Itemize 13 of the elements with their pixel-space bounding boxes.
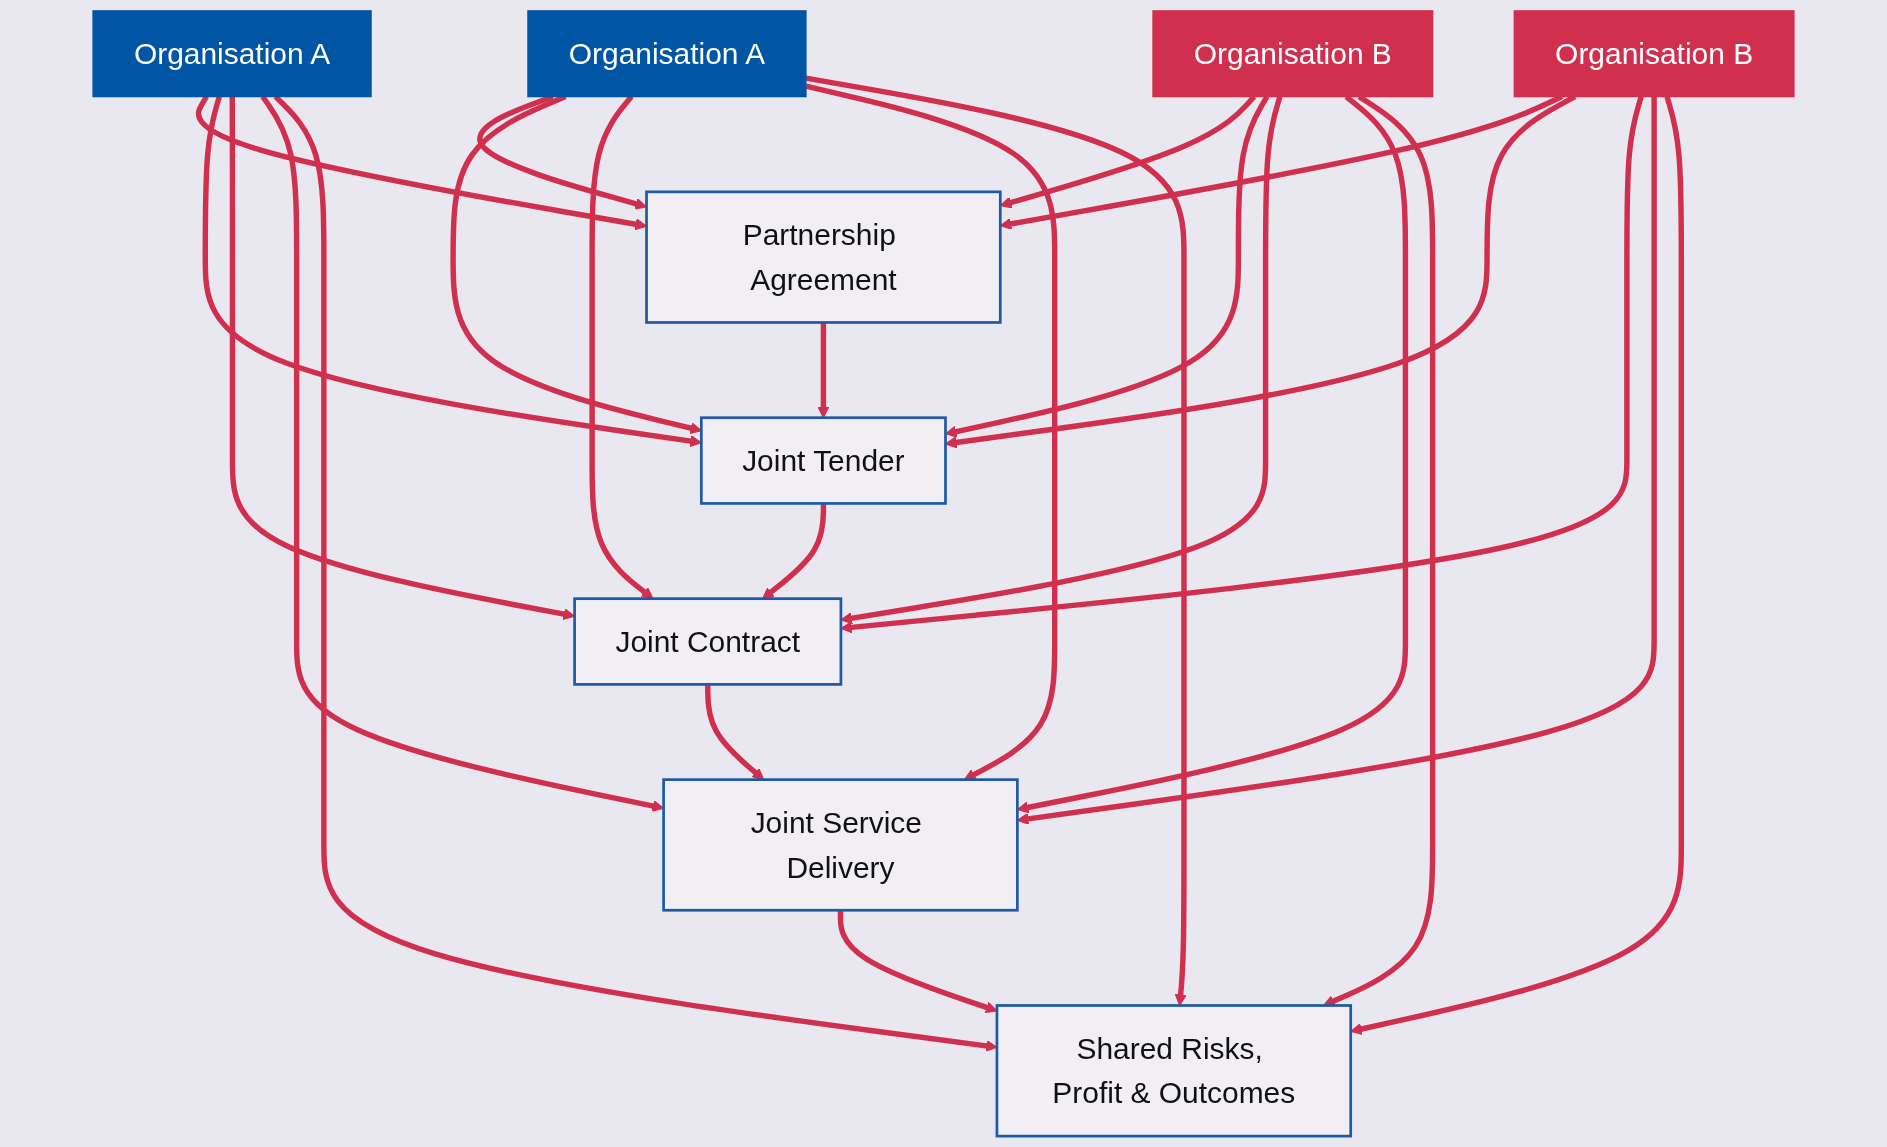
arrow — [840, 95, 1283, 625]
arrow — [840, 95, 1644, 634]
node-box: Organisation B — [1513, 10, 1795, 98]
node-box: Organisation B — [1152, 10, 1434, 98]
node-box: Organisation A — [92, 10, 372, 98]
node-box: Joint Tender — [699, 416, 947, 505]
node-box: Joint Service Delivery — [662, 778, 1019, 912]
node-box: Organisation A — [527, 10, 807, 98]
node-box: Shared Risks, Profit & Outcomes — [995, 1004, 1353, 1138]
node-box: Joint Contract — [573, 597, 843, 686]
arrow — [1350, 95, 1685, 1035]
arrow — [202, 95, 702, 448]
node-box: Partnership Agreement — [645, 190, 1002, 324]
